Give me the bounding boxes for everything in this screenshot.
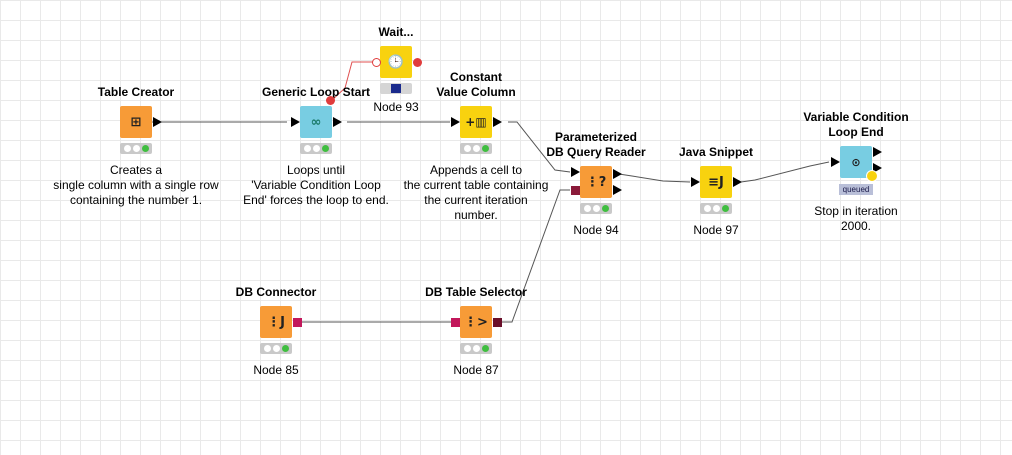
- node-description[interactable]: Stop in iteration 2000.: [814, 204, 898, 233]
- node-status-indicator: [260, 343, 292, 354]
- output-port[interactable]: [613, 169, 622, 179]
- node-label[interactable]: Node 93: [373, 100, 419, 114]
- output-port[interactable]: [333, 117, 342, 127]
- add-column-icon[interactable]: +▥: [460, 106, 492, 138]
- java-icon[interactable]: ≡J: [700, 166, 732, 198]
- db-connection-wire[interactable]: [501, 189, 570, 323]
- node-description[interactable]: Loops until 'Variable Condition Loop End…: [243, 163, 389, 207]
- node-status-indicator: [580, 203, 612, 214]
- clock-icon[interactable]: 🕒: [380, 46, 412, 78]
- node-description[interactable]: Creates a single column with a single ro…: [53, 163, 219, 207]
- output-port[interactable]: [613, 185, 622, 195]
- node-status-indicator: [460, 343, 492, 354]
- node-label[interactable]: Node 97: [693, 223, 739, 237]
- node-label[interactable]: Node 87: [453, 363, 499, 377]
- warning-icon: [866, 170, 878, 182]
- output-port[interactable]: [873, 163, 882, 173]
- variable-output-port[interactable]: [413, 58, 422, 67]
- input-port[interactable]: [291, 117, 300, 127]
- node-title[interactable]: Wait...: [378, 25, 414, 39]
- db-query-icon[interactable]: ⋮?: [580, 166, 612, 198]
- loop-icon[interactable]: ∞: [300, 106, 332, 138]
- db-selector-icon[interactable]: ⋮>: [460, 306, 492, 338]
- node-label[interactable]: Node 94: [573, 223, 619, 237]
- node-status-indicator: [380, 83, 412, 94]
- node-title[interactable]: Constant Value Column: [436, 70, 516, 99]
- node-title[interactable]: Variable Condition Loop End: [803, 110, 909, 139]
- input-port[interactable]: [571, 167, 580, 177]
- node-title[interactable]: Generic Loop Start: [261, 85, 371, 99]
- node-status-indicator: [120, 143, 152, 154]
- variable-output-port[interactable]: [326, 96, 335, 105]
- connection-wire[interactable]: [618, 173, 691, 183]
- db-connector-icon[interactable]: ⋮J: [260, 306, 292, 338]
- input-port[interactable]: [831, 157, 840, 167]
- node-status-indicator: [460, 143, 492, 154]
- variable-input-port[interactable]: [372, 58, 381, 67]
- node-title[interactable]: Parameterized DB Query Reader: [546, 130, 646, 159]
- connection-wire[interactable]: [508, 121, 571, 173]
- db-input-port[interactable]: [571, 186, 580, 195]
- node-title[interactable]: DB Connector: [235, 285, 317, 299]
- status-badge: queued: [839, 184, 873, 195]
- node-description[interactable]: Appends a cell to the current table cont…: [403, 163, 549, 222]
- db-output-port[interactable]: [293, 318, 302, 327]
- output-port[interactable]: [873, 147, 882, 157]
- node-status-indicator: [300, 143, 332, 154]
- node-title[interactable]: DB Table Selector: [425, 285, 527, 299]
- node-title[interactable]: Table Creator: [97, 85, 175, 99]
- input-port[interactable]: [691, 177, 700, 187]
- node-label[interactable]: Node 85: [253, 363, 299, 377]
- db-input-port[interactable]: [451, 318, 460, 327]
- node-title[interactable]: Java Snippet: [678, 145, 754, 159]
- output-port[interactable]: [493, 117, 502, 127]
- db-output-port[interactable]: [493, 318, 502, 327]
- output-port[interactable]: [733, 177, 742, 187]
- variable-connection-wire[interactable]: [330, 61, 376, 102]
- table-grid-icon[interactable]: ⊞: [120, 106, 152, 138]
- connection-wire[interactable]: [740, 161, 830, 183]
- input-port[interactable]: [451, 117, 460, 127]
- node-status-indicator: [700, 203, 732, 214]
- output-port[interactable]: [153, 117, 162, 127]
